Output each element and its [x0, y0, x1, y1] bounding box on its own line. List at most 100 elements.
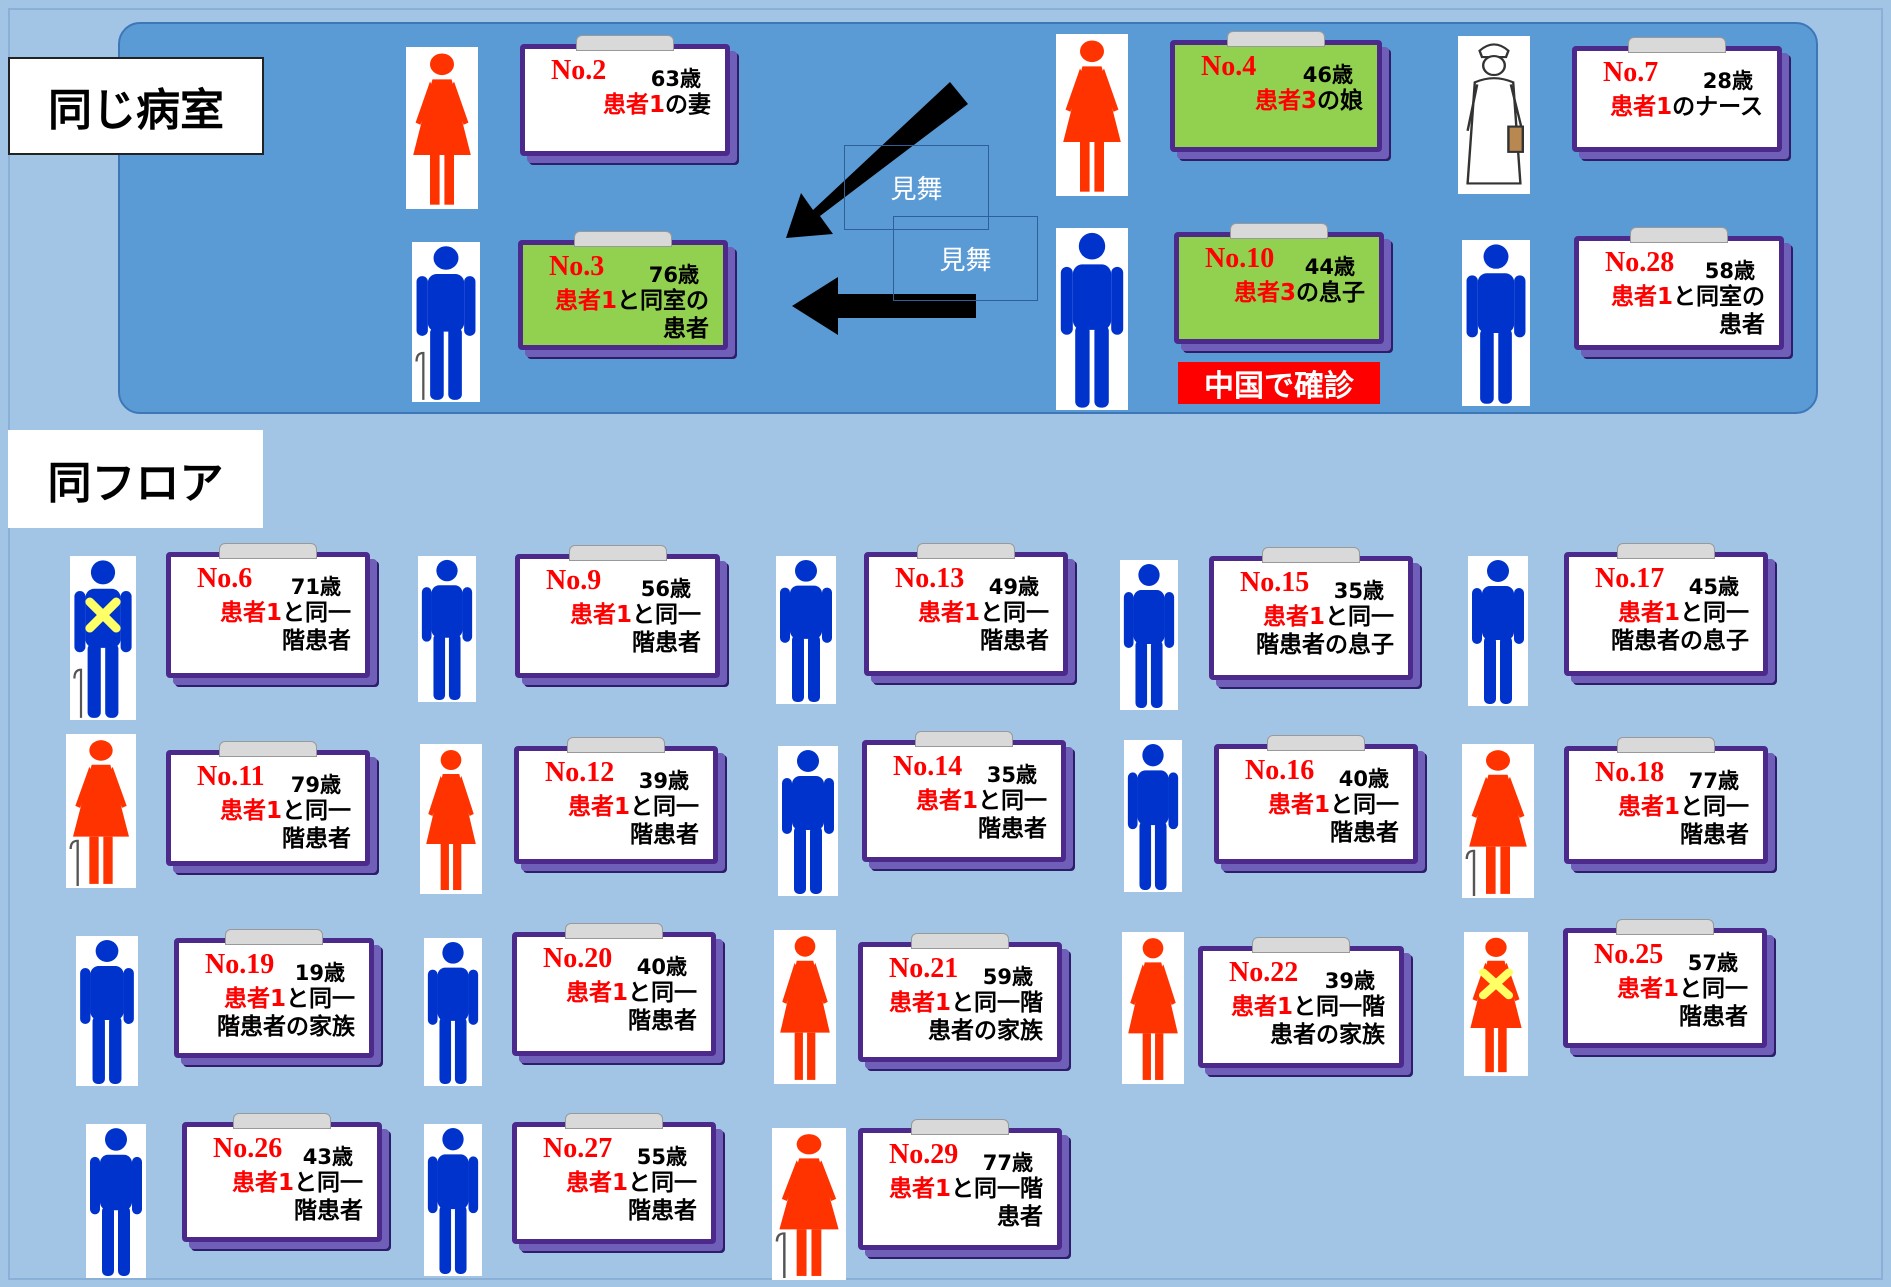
relation-text: 階患者 [632, 630, 701, 656]
case-number: No.15 [1240, 567, 1310, 598]
relation-line: 階患者 [519, 821, 699, 849]
female-body [1469, 750, 1527, 894]
male-person-icon [776, 556, 836, 704]
case-number: No.29 [889, 1139, 959, 1170]
clipboard-clip [565, 923, 663, 939]
case-age: 35歳 [986, 763, 1037, 787]
male-body [421, 559, 473, 701]
case-age: 44歳 [1304, 255, 1355, 279]
relation-text: と同一 [628, 1170, 697, 1196]
relation-line: 患者1と同一 [1568, 975, 1748, 1003]
nurse-person-icon [1458, 36, 1530, 194]
male-person-icon [1468, 556, 1528, 706]
female-person-icon [420, 744, 482, 894]
case-relation: 患者1と同一階患者 [171, 599, 351, 655]
case-age: 43歳 [302, 1145, 353, 1169]
clipboard-clip [1630, 227, 1728, 243]
relation-text: と同一 [286, 986, 355, 1012]
female-person-icon [66, 734, 136, 888]
relation-text: と同一 [632, 602, 701, 628]
cross-mark [1478, 968, 1514, 1000]
case-relation: 患者3の娘 [1175, 87, 1363, 115]
case-age: 46歳 [1302, 63, 1353, 87]
relation-text: と同一階 [951, 990, 1043, 1016]
relation-line: 階患者の家族 [179, 1013, 355, 1041]
male-person-icon [76, 936, 138, 1086]
case-number: No.27 [543, 1133, 613, 1164]
case-number: No.16 [1245, 755, 1315, 786]
relation-text: と同一 [630, 794, 699, 820]
relation-line: 階患者 [869, 627, 1049, 655]
female-body [426, 750, 476, 890]
case-age: 40歳 [1338, 767, 1389, 791]
relation-text: 患者の家族 [1270, 1022, 1385, 1048]
relation-text: と同一 [1330, 792, 1399, 818]
relation-line: 患者の家族 [863, 1017, 1043, 1045]
case-age: 58歳 [1704, 259, 1755, 283]
case-relation: 患者1と同一階患者 [520, 601, 701, 657]
case-number: No.20 [543, 943, 613, 974]
case-relation: 患者1と同一階患者 [519, 793, 699, 849]
relation-text: 階患者 [628, 1008, 697, 1034]
relation-line: 患者1と同一 [519, 793, 699, 821]
case-relation: 患者1と同室の患者 [523, 287, 709, 343]
relation-line: 階患者の息子 [1214, 631, 1394, 659]
case-number: No.9 [546, 565, 602, 596]
relation-line: 患者1のナース [1577, 93, 1763, 121]
case-number: No.2 [551, 55, 607, 86]
case-relation: 患者1と同一階患者 [1219, 791, 1399, 847]
relation-text: 患者 [663, 316, 709, 342]
visit-arrow-horizontal [792, 277, 976, 335]
cross-mark [85, 597, 121, 633]
case-age: 77歳 [982, 1151, 1033, 1175]
clipboard-clip [574, 231, 672, 247]
clipboard-clip [1616, 919, 1714, 935]
male-body [416, 246, 476, 400]
female-person-icon [1056, 34, 1128, 196]
case-relation: 患者1と同一階患者 [867, 787, 1047, 843]
relation-text: の息子 [1296, 280, 1365, 306]
clipboard-clip [1617, 543, 1715, 559]
clipboard-clip [1628, 37, 1726, 53]
case-number: No.19 [205, 949, 275, 980]
relation-text: と同室の [617, 288, 709, 314]
relation-text: と同一 [978, 788, 1047, 814]
clipboard-clip [233, 1113, 331, 1129]
male-body [1466, 244, 1526, 404]
relation-text: と同室の [1673, 284, 1765, 310]
same-room-label: 同じ病室 [8, 57, 264, 155]
male-person-icon [1124, 740, 1182, 892]
relation-text: 患者の家族 [928, 1018, 1043, 1044]
relation-line: 階患者 [520, 629, 701, 657]
case-age: 45歳 [1688, 575, 1739, 599]
patient-reference: 患者1 [602, 92, 665, 118]
same-room-area [118, 22, 1818, 414]
case-age: 56歳 [640, 577, 691, 601]
relation-text: と同一 [1325, 604, 1394, 630]
case-relation: 患者1と同一階患者の息子 [1214, 603, 1394, 659]
relation-text: の娘 [1317, 88, 1363, 114]
case-relation: 患者1と同一階患者の家族 [179, 985, 355, 1041]
patient-reference: 患者1 [565, 980, 628, 1006]
relation-line: 患者 [863, 1203, 1043, 1231]
relation-text: と同一 [980, 600, 1049, 626]
male-person-icon [412, 242, 480, 402]
clipboard-clip [915, 731, 1013, 747]
relation-line: 患者1と同室の [1579, 283, 1765, 311]
clipboard-clip [1230, 223, 1328, 239]
clipboard-clip [219, 543, 317, 559]
cane [415, 351, 425, 400]
female-body [1128, 938, 1178, 1080]
patient-reference: 患者1 [231, 1170, 294, 1196]
case-age: 19歳 [294, 961, 345, 985]
female-body [780, 936, 830, 1080]
